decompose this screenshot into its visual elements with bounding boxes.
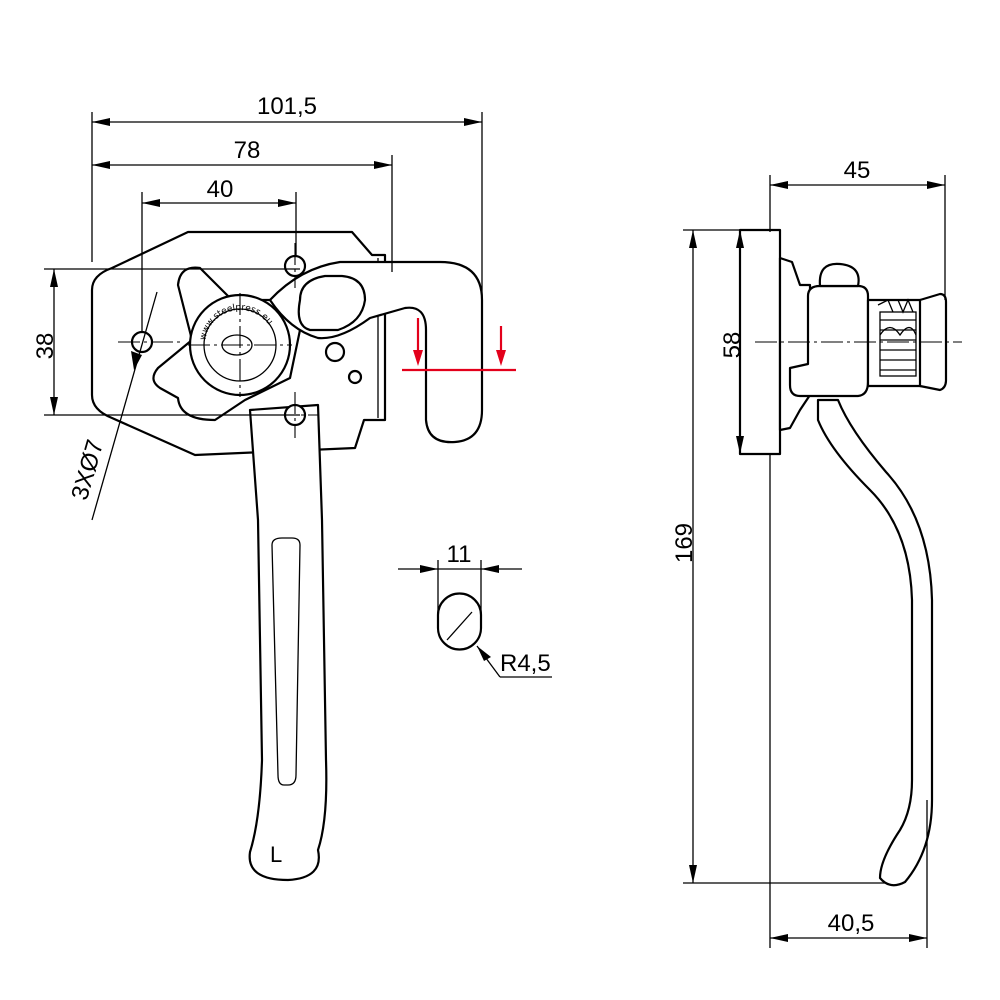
side-cap — [818, 262, 860, 288]
dim-holes: 3XØ7 — [66, 437, 109, 503]
slot-detail: 11 R4,5 — [398, 541, 552, 678]
side-dimensions: 45 169 58 40,5 — [671, 157, 946, 948]
engagement-arrowhead — [496, 350, 506, 366]
hook-slot — [297, 274, 367, 332]
dim-plate-height: 58 — [719, 332, 746, 359]
dim-side-depth: 45 — [844, 157, 871, 184]
dim-hole-spacing: 40 — [207, 176, 234, 203]
handle-letter: L — [270, 842, 282, 867]
dim-overall-width: 101,5 — [257, 93, 317, 120]
front-view: L www.steelpress.eu — [90, 230, 516, 882]
dim-bottom-depth: 40,5 — [828, 910, 875, 937]
handle-slot — [271, 537, 301, 786]
side-housing — [778, 256, 812, 432]
handle — [248, 403, 328, 882]
side-view — [738, 228, 962, 887]
rivet-1 — [324, 341, 346, 363]
dim-width-78: 78 — [234, 137, 261, 164]
engagement-arrowhead — [413, 350, 423, 366]
rivet-2 — [347, 369, 363, 385]
dim-side-height: 169 — [671, 523, 698, 563]
dim-slot-width: 11 — [447, 541, 472, 568]
dim-height-38: 38 — [32, 333, 59, 360]
dim-radius: R4,5 — [500, 650, 551, 677]
spring — [877, 298, 917, 377]
side-handle — [816, 398, 934, 887]
slot-profile — [436, 592, 483, 651]
